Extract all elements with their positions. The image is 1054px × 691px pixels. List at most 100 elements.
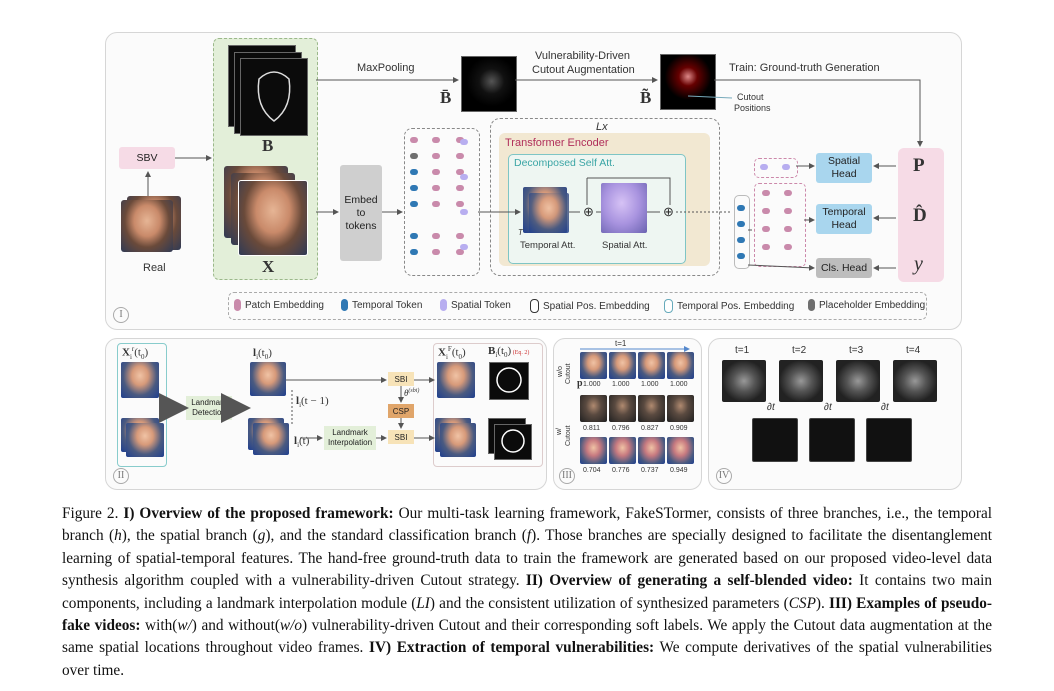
soft-label-value: 0.796 (612, 425, 630, 432)
t1-label: t=1 (615, 339, 627, 348)
caption-s2-a: It contains two main components, includi… (62, 572, 993, 612)
legend-placeholder-label: Placeholder Embedding (819, 299, 926, 311)
embed-box: Embed to tokens (340, 165, 382, 261)
sbi-bottom-box: SBI (388, 430, 414, 444)
panel-iv-label: IV (716, 468, 732, 484)
token (432, 153, 440, 159)
token-container (404, 128, 480, 276)
soft-label-value: 0.827 (641, 425, 659, 432)
token (410, 249, 418, 255)
l-t1-label: li(t − 1) (296, 395, 329, 410)
token (432, 185, 440, 191)
temporal-head: Temporal Head (816, 204, 872, 234)
token (410, 137, 418, 143)
temporal-pos-swatch (664, 299, 673, 313)
lx-container (490, 118, 720, 276)
caption-s3-bold: III) Examples of pseudo-fake videos: (62, 594, 993, 635)
output-spatial-token (782, 164, 790, 170)
b-label: B (262, 136, 274, 155)
landmark-interp-2: Interpolation (327, 438, 373, 447)
vulnerability-frame (836, 360, 880, 402)
pseudo-fake-frame (580, 437, 607, 464)
legend-temporal-pos-label: Temporal Pos. Embedding (677, 300, 795, 312)
spatial-att-cube (601, 183, 647, 233)
token (432, 169, 440, 175)
output-patch-token (762, 190, 770, 196)
transformer-encoder-title: Transformer Encoder (505, 137, 609, 149)
output-patch-token (762, 244, 770, 250)
caption-s1-a: Our multi-task learning framework, FakeS… (62, 505, 992, 545)
real-label: Real (143, 262, 166, 274)
cutout-pos-2: Positions (734, 103, 771, 113)
y-output: y (914, 253, 923, 275)
spatial-att-label: Spatial Att. (602, 240, 648, 251)
spatial-token (460, 174, 468, 180)
token (456, 153, 464, 159)
pseudo-fake-frame (580, 352, 607, 379)
output-spatial-token (760, 164, 768, 170)
spatial-token (460, 244, 468, 250)
derivative-frame (752, 418, 798, 462)
spatial-token (460, 139, 468, 145)
mask-stack-2 (494, 424, 532, 460)
pseudo-fake-frame (667, 352, 694, 379)
token (432, 137, 440, 143)
output-patch-token (784, 226, 792, 232)
cls-head: Cls. Head (816, 258, 872, 278)
caption-s3-a: with( (145, 617, 178, 635)
legend-temporal-pos: Temporal Pos. Embedding (664, 299, 794, 313)
panel-ii-arrows (159, 377, 435, 441)
embed-line-2: to (356, 206, 366, 219)
pseudo-fake-frame (667, 437, 694, 464)
vuln-label-1: Vulnerability-Driven (535, 50, 630, 62)
caption-fig: Figure 2. (62, 505, 119, 522)
caption-s4-a: We compute derivatives of the spatial vu… (62, 639, 992, 679)
caption-s1-b: ), the spatial branch ( (121, 527, 258, 545)
sbi-top-box: SBI (388, 372, 414, 386)
mask-outline-svg (257, 71, 291, 122)
token (456, 233, 464, 239)
token (456, 185, 464, 191)
legend-spatial: Spatial Token (440, 299, 511, 311)
output-spatial-box (754, 158, 798, 178)
token (410, 185, 418, 191)
derivative-frame (866, 418, 912, 462)
w-cutout-2: Cutout (565, 425, 572, 446)
landmark-detection-2: Detection (192, 408, 226, 417)
caption-h: h (114, 527, 122, 545)
legend-spatial-label: Spatial Token (451, 299, 511, 311)
time-arrow (580, 346, 690, 352)
soft-label-value: 0.909 (670, 425, 688, 432)
time-label: t=1 (735, 345, 750, 356)
embed-line-3: tokens (345, 219, 377, 232)
soft-label-value: 0.949 (670, 467, 688, 474)
caption-li: LI (416, 594, 430, 612)
wo-cutout-1: w/o (556, 366, 564, 377)
output-patch-token (784, 208, 792, 214)
dt-label: ∂t (824, 402, 832, 413)
caption-s3-c: ) vulnerability-driven Cutout and their … (62, 617, 992, 657)
caption-s2-b: ) and the consistent utilization of synt… (429, 594, 789, 612)
caption-f: f (526, 527, 532, 545)
spatial-token (460, 209, 468, 215)
wo-cutout-2: Cutout (565, 363, 572, 384)
caption-s1-c: ), and the standard classification branc… (265, 527, 527, 545)
legend-spatial-pos-label: Spatial Pos. Embedding (543, 300, 650, 312)
panel-iii-label: III (559, 468, 575, 484)
l-t0-label: li(t0) (253, 347, 272, 362)
legend-temporal-label: Temporal Token (352, 299, 423, 311)
btilde-mask (660, 54, 716, 110)
caption-s2-bold: II) Overview of generating a self-blende… (525, 572, 853, 590)
output-patch-token (784, 190, 792, 196)
panel-ii-label: II (113, 468, 129, 484)
caption-g: g (257, 527, 266, 545)
lx-label: Lx (596, 121, 608, 133)
output-temporal-token (737, 253, 745, 259)
spatial-head-line-2: Head (831, 168, 857, 180)
landmark-frame-stack-2 (253, 423, 289, 455)
token (410, 233, 418, 239)
spatial-head: Spatial Head (816, 153, 872, 183)
plus-2: ⊕ (663, 204, 674, 219)
patch-swatch (234, 299, 241, 311)
face-stack-front (238, 180, 308, 256)
